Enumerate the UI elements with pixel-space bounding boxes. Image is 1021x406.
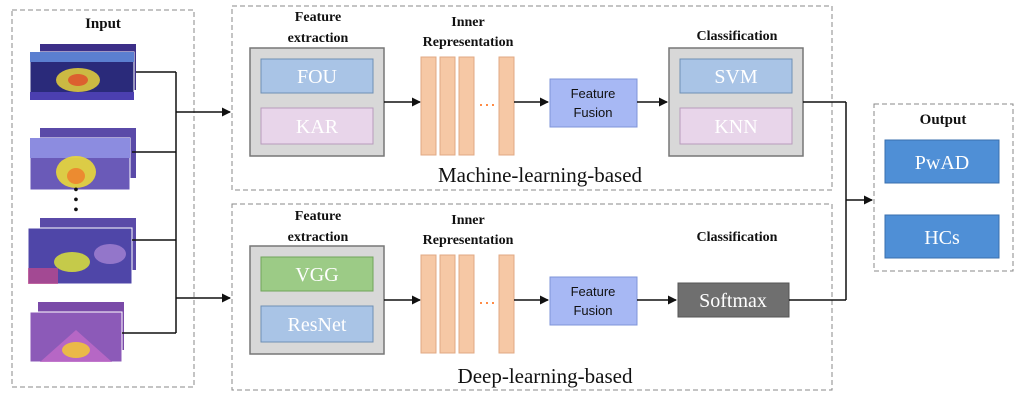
ml-feature-title-line1: Feature [295, 10, 341, 25]
output-group-frame [873, 103, 1014, 272]
ml-feature-fou-label: FOU [297, 66, 338, 88]
dl-feature-resnet-label: ResNet [288, 314, 347, 336]
dl-inner-title-line1: Inner [451, 213, 484, 228]
ml-inner-title-line2: Representation [423, 35, 514, 50]
dl-feature-vgg-label: VGG [295, 264, 338, 286]
output-hcs-box [884, 214, 1000, 259]
ml-classifier-svm-label: SVM [714, 66, 758, 88]
ml-repr-bar-4 [498, 56, 515, 156]
ml-fusion-label-line1: Feature [571, 86, 616, 101]
ml-repr-bar-3 [458, 56, 475, 156]
input-group-frame [11, 9, 195, 388]
dl-repr-ellipsis: ··· [478, 292, 496, 312]
ml-classifier-svm-box [679, 58, 793, 94]
input-ellipsis-dot-1: • [74, 183, 79, 198]
dl-repr-bar-4 [498, 254, 515, 354]
ml-repr-ellipsis: ··· [478, 94, 496, 114]
ml-fusion-label-line2: Fusion [573, 105, 612, 120]
ml-feature-kar-box [260, 107, 374, 145]
ml-repr-bar-1 [420, 56, 437, 156]
dl-caption: Deep-learning-based [458, 364, 633, 388]
ml-inner-title-line1: Inner [451, 15, 484, 30]
ml-feature-title-line2: extraction [288, 31, 349, 46]
ml-group-frame [231, 5, 833, 191]
ml-feature-fou-box [260, 58, 374, 94]
ml-fusion-box [549, 78, 638, 128]
input-thumbnail-4 [29, 302, 124, 363]
input-thumbnail-1 [29, 44, 136, 101]
ml-classification-title: Classification [697, 29, 778, 44]
dl-classification-title: Classification [697, 230, 778, 245]
dl-repr-bar-2 [439, 254, 456, 354]
output-pwad-box [884, 139, 1000, 184]
ml-repr-bar-2 [439, 56, 456, 156]
input-title: Input [85, 16, 121, 32]
input-ellipsis-dot-2: • [74, 193, 79, 208]
dl-feature-title-line2: extraction [288, 230, 349, 245]
dl-feature-resnet-box [260, 305, 374, 343]
dl-group-frame [231, 203, 833, 391]
ml-classifier-knn-box [679, 107, 793, 145]
dl-repr-bar-1 [420, 254, 437, 354]
input-ellipsis-dot-3: • [74, 203, 79, 218]
dl-feature-title-line1: Feature [295, 209, 341, 224]
ml-caption: Machine-learning-based [438, 163, 643, 187]
dl-repr-bar-3 [458, 254, 475, 354]
dl-softmax-label: Softmax [699, 290, 767, 312]
dl-feature-vgg-box [260, 256, 374, 292]
dl-softmax-box [677, 282, 790, 318]
input-thumbnail-2 [29, 128, 136, 191]
ml-feature-kar-label: KAR [296, 116, 339, 138]
output-hcs-label: HCs [924, 227, 960, 249]
dl-inner-title-line2: Representation [423, 233, 514, 248]
dl-fusion-box [549, 276, 638, 326]
dl-fusion-label-line1: Feature [571, 284, 616, 299]
input-thumbnail-3 [27, 218, 136, 285]
dl-fusion-label-line2: Fusion [573, 303, 612, 318]
output-title: Output [920, 112, 967, 128]
output-pwad-label: PwAD [915, 152, 969, 174]
ml-classifier-knn-label: KNN [714, 116, 757, 138]
output-connectors [789, 101, 873, 301]
input-connectors [122, 71, 231, 334]
